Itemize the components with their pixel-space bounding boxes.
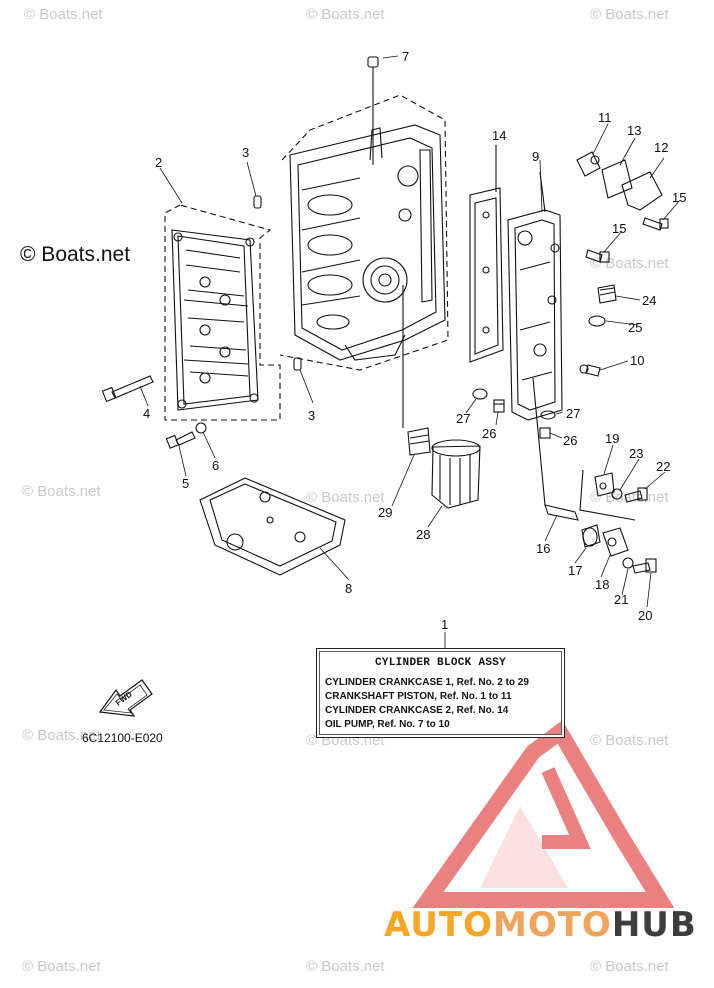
dashed-group-left: [164, 204, 281, 421]
washer-21: [622, 557, 634, 569]
sensor-18: [602, 527, 629, 557]
leader-lines: [139, 55, 681, 648]
watermark: © Boats.net: [590, 255, 669, 272]
callout-19: 19: [605, 431, 619, 446]
brand-part-hub: HUB: [611, 905, 697, 945]
callout-17: 17: [568, 563, 582, 578]
main-watermark: © Boats.net: [20, 243, 131, 266]
cover-plate-9: [507, 171, 563, 421]
plug-7: [367, 56, 379, 68]
valve-10: [579, 364, 601, 377]
callout-22: 22: [656, 459, 670, 474]
seal-27: [472, 388, 488, 400]
callout-11: 11: [598, 110, 612, 125]
seal-27b: [540, 410, 556, 420]
callout-21: 21: [614, 592, 628, 607]
callout-29: 29: [378, 505, 392, 520]
callout-15b: 15: [612, 221, 626, 236]
plug-26: [493, 399, 505, 413]
drawing-code: 6C12100-E020: [82, 731, 163, 745]
callout-27b: 27: [566, 406, 580, 421]
dowel-pin-3: [253, 195, 262, 209]
cover-12: [621, 171, 663, 211]
brand-part-auto: AUTO: [384, 905, 493, 945]
watermark: © Boats.net: [306, 6, 385, 23]
callout-8: 8: [345, 581, 352, 596]
callout-23: 23: [629, 446, 643, 461]
plug-24: [597, 284, 617, 304]
gasket-8: [199, 477, 346, 576]
crankcase-left: [171, 229, 259, 411]
gasket-14: [469, 145, 504, 363]
callout-20: 20: [638, 608, 652, 623]
callout-12: 12: [654, 140, 668, 155]
callout-14: 14: [492, 128, 506, 143]
watermark: © Boats.net: [22, 958, 101, 975]
dashed-group-center: [279, 94, 449, 371]
oil-filter-28: [431, 439, 481, 509]
callout-18: 18: [595, 577, 609, 592]
brand-part-moto: MOTO: [492, 905, 612, 945]
callout-3: 3: [242, 145, 249, 160]
watermark: © Boats.net: [590, 958, 669, 975]
legend-line: CRANKSHAFT PISTON, Ref. No. 1 to 11: [325, 691, 512, 702]
watermark: © Boats.net: [306, 958, 385, 975]
bolt-4: [101, 375, 154, 403]
sensor-16: [532, 377, 579, 521]
callout-27: 27: [456, 411, 470, 426]
bolt-22: [624, 487, 648, 503]
legend-title: CYLINDER BLOCK ASSY: [374, 657, 507, 669]
o-ring-25: [588, 315, 606, 327]
watermark: © Boats.net: [22, 483, 101, 500]
callout-2: 2: [155, 155, 162, 170]
legend-box: CYLINDER BLOCK ASSY CYLINDER CRANKCASE 1…: [316, 648, 565, 738]
callout-5: 5: [182, 476, 189, 491]
callout-24: 24: [642, 293, 656, 308]
watermark: © Boats.net: [306, 732, 385, 749]
watermark: © Boats.net: [590, 732, 669, 749]
callout-3b: 3: [308, 408, 315, 423]
callout-16: 16: [536, 541, 550, 556]
callout-9: 9: [532, 149, 539, 164]
bolt-5: [165, 431, 196, 449]
fitting-29: [402, 285, 431, 456]
callout-28: 28: [416, 527, 430, 542]
watermark: © Boats.net: [22, 727, 101, 744]
callout-labels: 1 2 3 3 4 5 6 7 8 9 10 11 12 13 14 15 15…: [143, 49, 686, 632]
washer-6: [195, 422, 207, 434]
legend-line: CYLINDER CRANKCASE 2, Ref. No. 14: [325, 705, 509, 716]
valve-11: [576, 151, 601, 177]
sleeve-17: [581, 524, 601, 548]
callout-10: 10: [630, 353, 644, 368]
washer-23: [611, 488, 623, 500]
callout-15: 15: [672, 190, 686, 205]
gasket-13: [601, 159, 633, 199]
leader-line-group: [579, 469, 636, 521]
bracket-19: [594, 472, 615, 497]
legend-line: OIL PUMP, Ref. No. 7 to 10: [325, 719, 450, 730]
brand-wordmark: AUTOMOTOHUB: [384, 905, 697, 945]
legend-line: CYLINDER CRANKCASE 1, Ref. No. 2 to 29: [325, 677, 529, 688]
fwd-arrow-icon: FWD: [98, 679, 153, 717]
watermark: © Boats.net: [24, 6, 103, 23]
bolt-15: [642, 217, 669, 231]
callout-4: 4: [143, 406, 150, 421]
callout-26: 26: [482, 426, 496, 441]
automotohub-logo-icon: [412, 720, 675, 908]
callout-13: 13: [627, 123, 641, 138]
callout-26b: 26: [563, 433, 577, 448]
bolt-15b: [585, 249, 610, 263]
callout-6: 6: [212, 458, 219, 473]
callout-1: 1: [441, 617, 448, 632]
callout-25: 25: [628, 320, 642, 335]
cylinder-block: [289, 124, 446, 361]
plug-26b: [539, 427, 551, 439]
watermark: © Boats.net: [590, 6, 669, 23]
watermark: © Boats.net: [306, 489, 385, 506]
dowel-pin-3b: [293, 357, 302, 371]
bolt-20: [632, 558, 657, 574]
callout-7: 7: [402, 49, 409, 64]
